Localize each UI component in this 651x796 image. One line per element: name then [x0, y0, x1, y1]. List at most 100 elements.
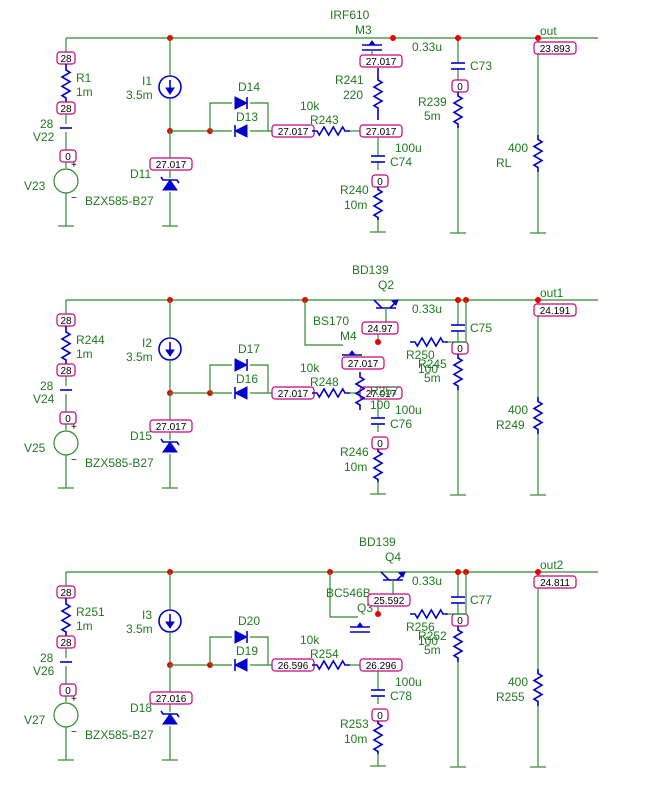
load-resistor-name: RL [496, 156, 512, 170]
load-resistor [532, 669, 544, 706]
pass-transistor-arrow [397, 571, 406, 578]
gate-resistor-name: R248 [310, 375, 339, 389]
voltage-source-name: V25 [24, 441, 46, 455]
diode-upper-name: D14 [238, 80, 260, 94]
esr-resistor-name: R240 [340, 183, 369, 197]
sense-node-voltage-text: 0 [65, 152, 71, 163]
zener-node-voltage: 27.017 [149, 419, 193, 433]
extra-resistor-name: R257 [370, 384, 399, 398]
minus-sign: − [71, 727, 77, 738]
load-resistor-value: 400 [508, 403, 528, 417]
pass-device-name: M3 [355, 23, 372, 37]
wire [209, 364, 232, 393]
wire [209, 102, 232, 131]
pass-transistor-collector [380, 571, 390, 581]
gate-capacitor-value: 100u [395, 403, 422, 417]
current-source-name: I1 [142, 74, 152, 88]
gate-node-voltage: 26.296 [359, 658, 403, 672]
gate-node-voltage: 27.017 [359, 386, 403, 400]
pass-device-name: Q2 [378, 278, 394, 292]
gate-cap-node-voltage: 0 [371, 436, 389, 450]
output-esr-resistor [452, 626, 464, 662]
junction-dot [375, 611, 381, 617]
zener-diode-bar [160, 438, 180, 446]
diode-upper-name: D20 [238, 614, 260, 628]
extra-resistor-value: 220 [343, 88, 363, 102]
pass-node-voltage-text: 27.017 [366, 57, 397, 68]
driver-node-voltage: 25.592 [367, 593, 411, 607]
output-capacitor-value: 0.33u [412, 574, 442, 588]
extra-resistor-value: 100 [370, 398, 390, 412]
node-voltage-mid-text: 28 [60, 104, 72, 115]
esr-resistor-value: 10m [344, 732, 367, 746]
feedback-resistor [410, 608, 448, 620]
output-capacitor-value: 0.33u [412, 302, 442, 316]
gate-cap-node-voltage: 0 [371, 174, 389, 188]
zener-node-voltage-text: 27.017 [156, 422, 187, 433]
sense-node-voltage: 0 [59, 149, 77, 163]
extra-resistor-name: R241 [335, 73, 364, 87]
node-voltage-top: 28 [56, 585, 76, 599]
gate-node-voltage-text: 26.296 [366, 661, 397, 672]
series-resistor [60, 326, 72, 366]
series-resistor [60, 64, 72, 104]
load-resistor-value: 400 [508, 141, 528, 155]
node-voltage-top-text: 28 [60, 588, 72, 599]
sense-source-name: V24 [33, 392, 55, 406]
arrow-down-icon [165, 349, 175, 357]
pass-mosfet-arrow [368, 40, 376, 46]
current-source-value: 3.5m [126, 622, 153, 636]
gate-cap-node-voltage-text: 0 [377, 711, 383, 722]
output-node-marker [535, 297, 541, 303]
sense-node-voltage-text: 0 [65, 414, 71, 425]
extra-resistor [372, 68, 384, 120]
pass-node-voltage: 27.017 [359, 54, 403, 68]
zener-node-voltage-text: 27.016 [156, 694, 187, 705]
output-cap-node-voltage-text: 0 [457, 616, 463, 627]
sense-node-voltage: 0 [59, 683, 77, 697]
output-cap-node-voltage-text: 0 [457, 344, 463, 355]
zener-diode [162, 179, 178, 191]
output-esr-name: R245 [418, 357, 447, 371]
plus-sign: + [71, 160, 77, 171]
pass-device-model: IRF610 [330, 8, 370, 22]
esr-resistor [372, 449, 384, 482]
arrow-down-icon [165, 87, 175, 95]
wire [448, 300, 467, 343]
gate-node-voltage-text: 27.017 [366, 127, 397, 138]
diode-lower [233, 124, 248, 138]
output-node-marker [535, 35, 541, 41]
gate-resistor [312, 659, 350, 671]
load-resistor-name: R249 [496, 418, 525, 432]
junction-dot [455, 569, 461, 575]
diode-upper [234, 630, 249, 644]
node-voltage-mid: 28 [56, 101, 76, 115]
zener-diode [162, 441, 178, 453]
sense-source-value: 28 [40, 379, 54, 393]
gate-resistor-name: R243 [310, 113, 339, 127]
arrow-down-icon [165, 621, 175, 629]
output-node-voltage: 23.893 [533, 41, 577, 55]
diode-node-voltage-text: 27.017 [278, 127, 309, 138]
node-voltage-mid-text: 28 [60, 366, 72, 377]
node-voltage-top: 28 [56, 51, 76, 65]
junction-dot [455, 35, 461, 41]
output-esr-value: 5m [424, 109, 441, 123]
load-resistor-name: R255 [496, 690, 525, 704]
pass-device-model: BD139 [352, 263, 389, 277]
diode-lower-name: D13 [236, 110, 258, 124]
sense-source-name: V22 [33, 130, 55, 144]
junction-dot [375, 339, 381, 345]
driver-transistor-arrow [348, 350, 356, 356]
zener-name: D11 [130, 167, 151, 181]
voltage-source [53, 702, 79, 728]
load-resistor [532, 135, 544, 172]
pass-device-model: BD139 [359, 535, 396, 549]
output-node-label: out [540, 24, 557, 38]
driver-node-voltage-text: 24.97 [367, 324, 392, 335]
output-node-label: out2 [540, 558, 564, 572]
series-resistor-name: R244 [76, 333, 105, 347]
output-esr-name: R239 [418, 95, 447, 109]
driver-node-voltage-text: 25.592 [374, 596, 405, 607]
